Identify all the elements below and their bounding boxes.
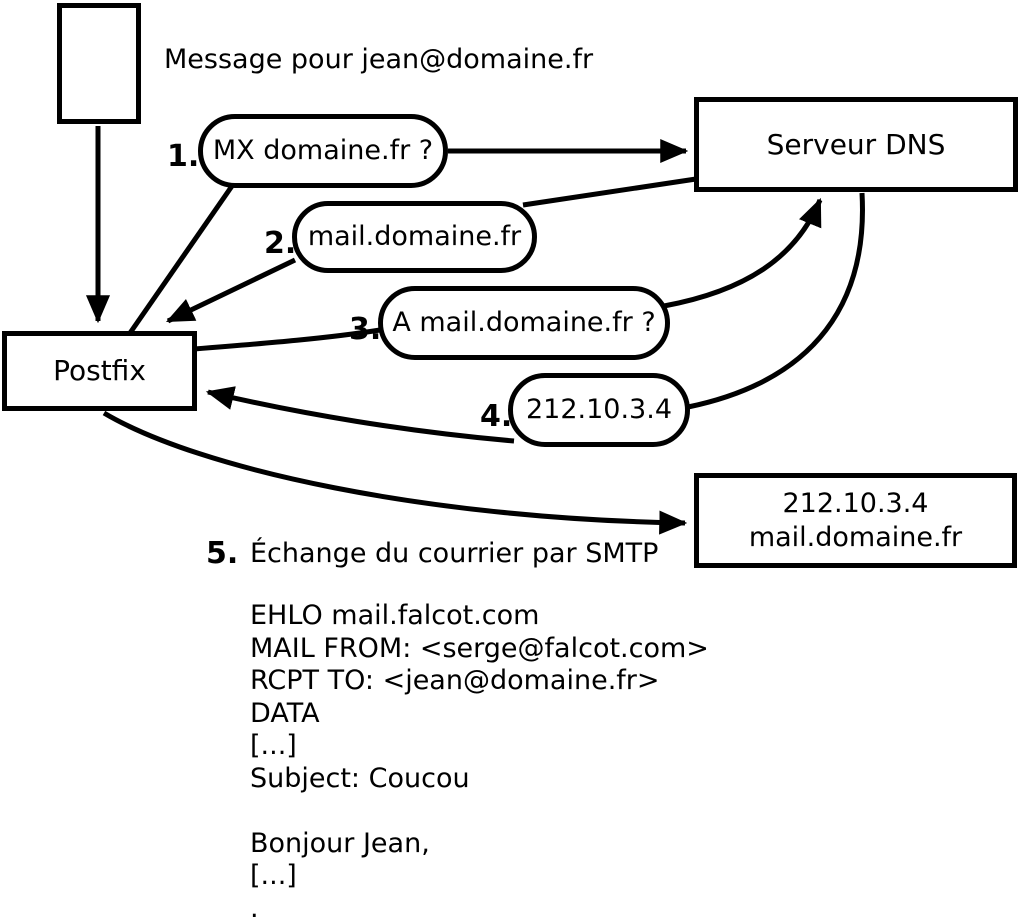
smtp-line: [...] — [250, 860, 297, 891]
postfix-box: Postfix — [2, 331, 197, 411]
step-2-number: 2. — [264, 226, 297, 261]
line-postfix-to-a-query — [193, 327, 381, 352]
message-source-box — [57, 3, 141, 124]
smtp-line: RCPT TO: <jean@domaine.fr> — [250, 665, 660, 696]
dns-server-label: Serveur DNS — [766, 127, 946, 161]
postfix-label: Postfix — [53, 354, 146, 388]
a-query-bubble: A mail.domaine.fr ? — [378, 286, 670, 360]
mail-server-ip: 212.10.3.4 — [782, 487, 929, 519]
mx-answer-label: mail.domaine.fr — [307, 220, 522, 252]
step-1-number: 1. — [167, 139, 200, 174]
smtp-line: Bonjour Jean, — [250, 827, 430, 859]
a-answer-bubble: 212.10.3.4 — [508, 373, 690, 447]
step-3-number: 3. — [349, 312, 382, 347]
mail-server-box: 212.10.3.4 mail.domaine.fr — [694, 473, 1017, 568]
line-postfix-to-mx-query — [127, 184, 235, 335]
line-dns-to-mx-answer — [522, 176, 697, 208]
arrow-postfix-to-mailserver — [102, 410, 688, 535]
dns-server-box: Serveur DNS — [694, 97, 1018, 192]
line-dns-to-a-answer — [687, 192, 865, 410]
arrow-a-answer-to-postfix — [205, 386, 515, 444]
mx-query-label: MX domaine.fr ? — [212, 134, 434, 166]
mx-answer-bubble: mail.domaine.fr — [292, 201, 537, 273]
smtp-line: DATA — [250, 697, 320, 729]
smtp-line: EHLO mail.falcot.com — [250, 600, 540, 631]
step-4-number: 4. — [480, 399, 513, 434]
smtp-session-text: EHLO mail.falcot.com MAIL FROM: <serge@f… — [250, 600, 709, 919]
arrow-mx-answer-to-postfix — [165, 257, 297, 324]
smtp-line: [...] — [250, 730, 297, 761]
mail-server-label: 212.10.3.4 mail.domaine.fr — [749, 487, 962, 555]
smtp-line — [250, 795, 709, 828]
smtp-line: . — [250, 892, 259, 919]
smtp-line: Subject: Coucou — [250, 762, 470, 794]
mx-query-bubble: MX domaine.fr ? — [198, 114, 448, 188]
step-5-number: 5. — [206, 536, 239, 571]
arrow-a-query-to-dns — [663, 197, 823, 309]
mail-server-hostname: mail.domaine.fr — [748, 521, 963, 553]
message-label: Message pour jean@domaine.fr — [164, 44, 594, 75]
a-query-label: A mail.domaine.fr ? — [392, 306, 656, 338]
smtp-line: MAIL FROM: <serge@falcot.com> — [250, 632, 709, 664]
a-answer-label: 212.10.3.4 — [526, 393, 672, 425]
step-5-label: Échange du courrier par SMTP — [250, 538, 659, 569]
